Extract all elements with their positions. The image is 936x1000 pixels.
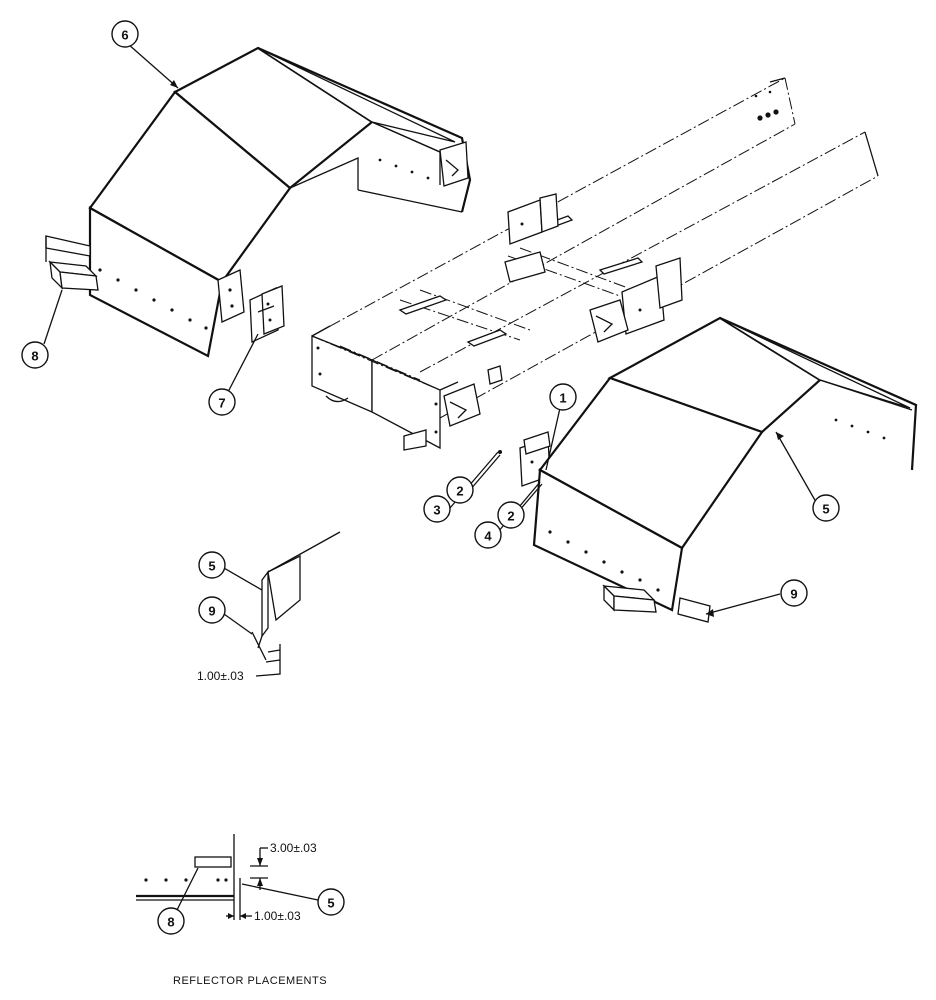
dimension-reflector-height: 3.00±.03 [270,841,317,855]
balloon-5-fender: 5 [812,494,840,522]
fender-bolt-holes-right [548,418,886,592]
balloon-5-placement-label: 5 [327,896,334,911]
balloon-5-detail: 5 [198,551,226,579]
balloon-9-detail: 9 [198,596,226,624]
balloon-3-label: 3 [433,503,440,518]
dimension-reflector-offset: 1.00±.03 [254,909,301,923]
balloon-4-label: 4 [484,529,492,544]
reflector-placements-detail [136,834,268,920]
left-fender [88,46,472,358]
detail-view-reflector-edge [251,531,341,677]
balloon-7-label: 7 [218,396,225,411]
fender-bolt-holes-left [98,158,430,330]
balloon-5-detail-label: 5 [208,559,215,574]
balloon-4: 4 [474,521,502,549]
balloon-5-placement: 5 [317,888,345,916]
balloon-1-label: 1 [559,391,566,406]
balloon-8-top: 8 [21,341,49,369]
balloon-1: 1 [549,383,577,411]
right-fender [532,316,918,612]
mounting-bracket-left [249,285,285,343]
dimension-detail-gap: 1.00±.03 [197,669,244,683]
reflector-placements-caption: REFLECTOR PLACEMENTS [173,975,327,987]
balloon-9-fender-label: 9 [790,587,797,602]
balloon-2-lower: 2 [497,501,525,529]
balloon-3: 3 [423,495,451,523]
balloon-2-upper: 2 [446,476,474,504]
balloon-5-fender-label: 5 [822,502,829,517]
balloon-6: 6 [111,20,139,48]
balloon-2-lower-label: 2 [507,509,514,524]
balloon-2-upper-label: 2 [456,484,463,499]
balloon-8-placement: 8 [157,907,185,935]
reflector-right [602,584,711,623]
balloon-6-label: 6 [121,28,128,43]
chassis-frame [311,77,879,451]
balloon-8-top-label: 8 [31,349,38,364]
reflector-bracket-left [45,235,99,291]
balloon-8-placement-label: 8 [167,915,174,930]
balloon-9-detail-label: 9 [208,604,215,619]
balloon-7: 7 [208,388,236,416]
balloon-9-fender: 9 [780,579,808,607]
